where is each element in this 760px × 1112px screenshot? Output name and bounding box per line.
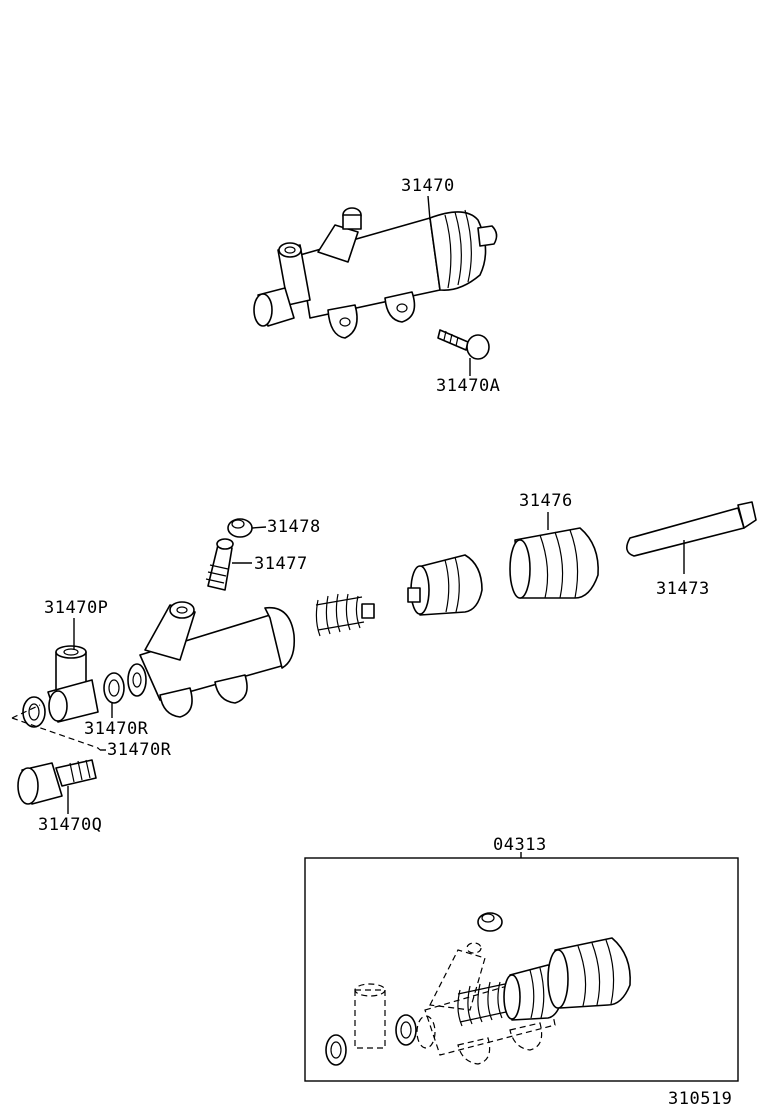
gasket-leader [11, 704, 101, 751]
gasket-left [22, 696, 46, 728]
label-gasket-1: 31470R [84, 719, 149, 739]
bleeder-plug [205, 538, 252, 591]
label-bolt: 31470A [436, 376, 500, 396]
label-bleeder-cap: 31478 [267, 517, 321, 537]
repair-kit-box [304, 852, 739, 1082]
label-bleeder-plug: 31477 [254, 554, 308, 574]
label-union: 31470P [44, 598, 108, 618]
push-rod [626, 501, 757, 574]
repair-kit-parts [325, 912, 631, 1066]
label-push-rod: 31473 [656, 579, 710, 599]
label-repair-kit: 04313 [493, 835, 547, 855]
cylinder-body [127, 601, 296, 718]
gasket-right [103, 672, 125, 718]
release-cylinder-assembly [253, 195, 498, 339]
bleeder-cap [227, 518, 267, 538]
spring [315, 593, 375, 637]
piston [407, 554, 483, 616]
label-diagram-code: 310519 [668, 1089, 732, 1109]
union [47, 618, 99, 723]
label-piston-kit: 31476 [519, 491, 573, 511]
label-assembly: 31470 [401, 176, 455, 196]
label-union-bolt: 31470Q [38, 815, 102, 835]
piston-cup [509, 512, 599, 599]
bolt-31470A [437, 329, 490, 376]
union-bolt [17, 759, 97, 814]
label-gasket-2: 31470R [107, 740, 172, 760]
